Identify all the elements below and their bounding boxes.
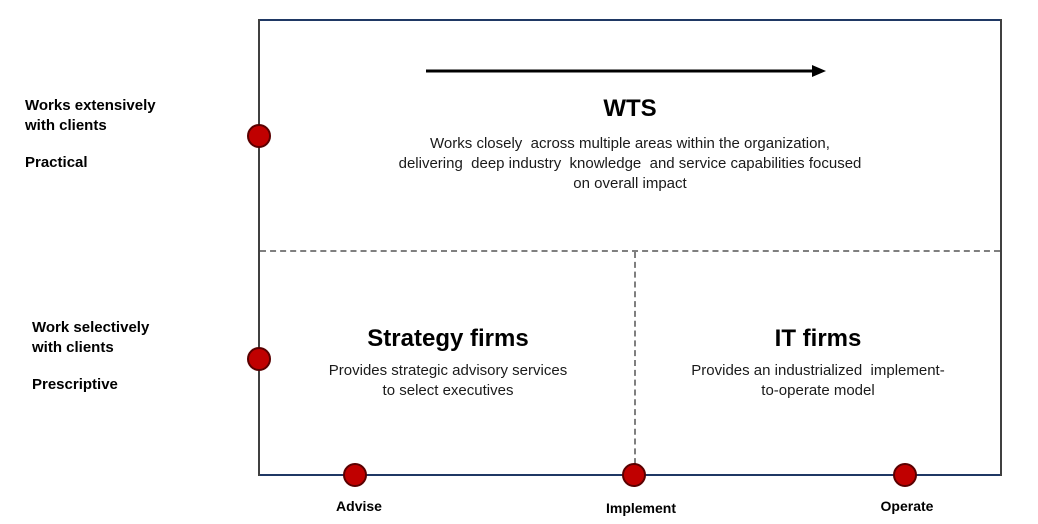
frame-right-border: [1000, 19, 1002, 476]
wts-description-line: on overall impact: [573, 175, 687, 192]
strategy-title: Strategy firms: [367, 325, 529, 352]
strategy-description: Provides strategic advisory services to …: [298, 361, 598, 401]
y-label-bottom-line1: Work selectively: [32, 319, 150, 336]
x-marker-implement: [622, 463, 646, 487]
it-description-line: Provides an industrialized implement-: [691, 362, 945, 379]
wts-description-line: Works closely across multiple areas with…: [430, 135, 830, 152]
y-label-top-line2: with clients: [25, 117, 107, 134]
y-axis-line: [258, 19, 260, 476]
right-arrow-icon: [426, 65, 826, 77]
horizontal-divider: [260, 250, 1000, 252]
y-label-bottom: Work selectively with clients: [32, 318, 149, 358]
y-label-top-line1: Works extensively: [25, 97, 156, 114]
strategy-description-line: Provides strategic advisory services: [328, 362, 568, 379]
y-marker-bottom: [247, 347, 271, 371]
vertical-divider: [634, 252, 636, 474]
y-label-top-line3: Practical: [25, 154, 88, 171]
wts-title: WTS: [603, 95, 657, 122]
x-label-implement: Implement: [605, 500, 676, 516]
it-description-line: to-operate model: [761, 382, 875, 399]
wts-description-line: delivering deep industry knowledge and s…: [398, 155, 862, 172]
x-label-operate: Operate: [880, 498, 934, 514]
y-label-top: Works extensively with clients: [25, 96, 156, 136]
frame-top-border: [258, 19, 1001, 21]
y-label-bottom-line2: with clients: [32, 339, 114, 356]
it-description: Provides an industrialized implement- to…: [668, 361, 968, 401]
y-label-bottom-line3: Prescriptive: [32, 376, 118, 393]
x-marker-advise: [343, 463, 367, 487]
strategy-description-line: to select executives: [382, 382, 514, 399]
x-marker-operate: [893, 463, 917, 487]
it-title: IT firms: [774, 325, 862, 352]
y-marker-top: [247, 124, 271, 148]
x-label-advise: Advise: [336, 498, 382, 514]
wts-description: Works closely across multiple areas with…: [330, 134, 930, 194]
